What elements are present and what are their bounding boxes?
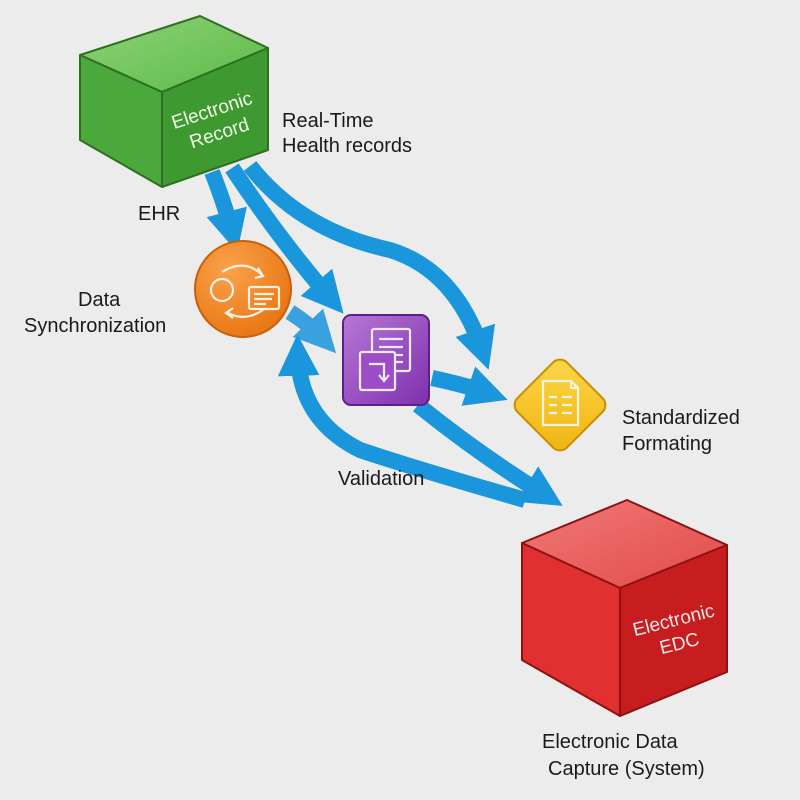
arrow-ehr-to-sync xyxy=(204,169,247,253)
sync-document-icon xyxy=(209,264,281,319)
ehr-side-label-line1: Real-Time xyxy=(282,110,374,132)
arrow-validation-to-formatting xyxy=(430,366,508,406)
validation-node xyxy=(342,314,430,406)
arrow-sync-to-validation xyxy=(285,305,337,354)
formatting-label-line2: Formating xyxy=(622,433,712,455)
document-lines-icon xyxy=(541,379,580,427)
ehr-cube: Electronic Record xyxy=(79,15,269,188)
validation-label: Validation xyxy=(338,468,424,490)
ehr-side-label-line2: Health records xyxy=(282,135,412,157)
arrow-validation-loop xyxy=(277,334,528,508)
arrow-validation-to-edc xyxy=(412,398,563,506)
formatting-node xyxy=(513,358,607,452)
formatting-label-line1: Standardized xyxy=(622,407,740,429)
sync-node xyxy=(194,240,292,338)
arrow-ehr-to-formatting xyxy=(243,161,496,370)
edc-caption-line2: Capture (System) xyxy=(548,758,705,780)
ehr-caption: EHR xyxy=(138,203,180,225)
sync-label-line1: Data xyxy=(78,289,121,311)
arrow-ehr-to-validation xyxy=(225,163,344,314)
edc-caption-line1: Electronic Data xyxy=(542,731,678,753)
edc-cube: Electronic EDC xyxy=(521,499,728,717)
documents-transfer-icon xyxy=(358,327,412,392)
sync-label-line2: Synchronization xyxy=(24,315,166,337)
